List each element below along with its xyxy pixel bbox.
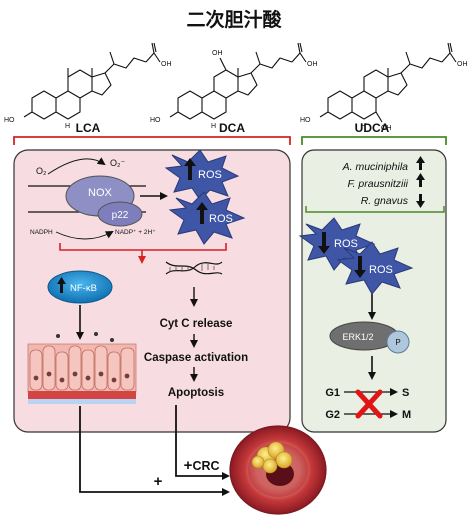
crc-colon-illustration — [229, 425, 327, 515]
label-p22: p22 — [112, 210, 129, 221]
p22-subunit — [97, 201, 143, 227]
bacteria-list: A. muciniphila F. prausnitziii R. gnavus — [342, 156, 425, 208]
bacterium-f-prausnitzii: F. prausnitziii — [348, 178, 409, 190]
nfkb-up-arrow-shaft — [60, 282, 63, 293]
molecule-lca-h: H — [65, 123, 70, 130]
up-arrow-icon — [419, 178, 422, 187]
epithelium-illustration — [27, 332, 137, 404]
label-s: S — [402, 387, 409, 399]
molecule-dca-hydroxyl-12: OH — [212, 50, 223, 57]
label-o2-radical: O₂⁻ — [110, 158, 125, 168]
label-erk: ERK1/2 — [342, 332, 373, 342]
label-nadph: NADPH — [30, 229, 53, 236]
down-arrow-icon — [419, 194, 422, 203]
molecule-lca-hydroxyl: HO — [4, 117, 15, 124]
plus-sign-2: + — [184, 457, 193, 474]
red-distributor — [59, 243, 227, 251]
molecule-dca: HO OH OH H — [150, 42, 318, 130]
label-nox: NOX — [88, 187, 113, 199]
label-nfkb: NF-κB — [70, 283, 97, 294]
ros-label-right-1: ROS — [334, 238, 358, 250]
label-dca: DCA — [219, 121, 245, 135]
label-lca: LCA — [76, 121, 101, 135]
green-inner-bracket — [305, 206, 445, 213]
label-nadp: NADP⁺ + 2H⁺ — [115, 229, 156, 236]
label-apoptosis: Apoptosis — [168, 387, 224, 399]
label-caspase: Caspase activation — [144, 352, 248, 364]
molecule-udca-acid: OH — [457, 61, 468, 68]
ros-label-right-2: ROS — [369, 264, 393, 276]
arrow-nadph — [55, 231, 114, 240]
green-bracket — [301, 136, 447, 145]
ros-burst-left-1: ROS — [164, 149, 240, 201]
molecule-dca-acid: OH — [307, 61, 318, 68]
label-o2: O₂ — [36, 166, 47, 176]
page-title: 二次胆汁酸 — [186, 8, 282, 31]
label-g2: G2 — [325, 409, 340, 421]
label-m: M — [402, 409, 411, 421]
arrow-o2 — [47, 157, 106, 175]
molecule-udca: HO OH OH H — [300, 42, 468, 132]
label-cytc: Cyt C release — [160, 318, 233, 330]
label-g1: G1 — [325, 387, 340, 399]
phosphate-node — [386, 330, 410, 354]
bacterium-a-muciniphila: A. muciniphila — [342, 161, 409, 173]
up-arrow-icon — [419, 161, 422, 170]
bacterium-r-gnavus: R. gnavus — [361, 195, 409, 207]
molecule-lca: HO OH H — [4, 42, 172, 130]
ros-burst-left-2: ROS — [168, 191, 246, 245]
nfkb-node — [47, 270, 113, 304]
ros-label-left-2: ROS — [209, 213, 233, 225]
nfkb-up-arrow-head — [57, 277, 66, 284]
connector-apoptosis-crc — [175, 405, 230, 480]
molecule-udca-hydroxyl-3: HO — [300, 117, 311, 124]
ros-label-left-1: ROS — [198, 169, 222, 181]
molecule-dca-hydroxyl-3: HO — [150, 117, 161, 124]
label-udca: UDCA — [355, 121, 390, 135]
molecule-lca-acid: OH — [161, 61, 172, 68]
molecule-udca-h: H — [361, 123, 366, 130]
plus-sign-1: + — [154, 473, 163, 490]
dna-helix-icon — [165, 261, 223, 275]
label-p: P — [395, 338, 400, 347]
ros-burst-right-2: ROS — [336, 241, 414, 295]
red-bracket — [13, 136, 291, 145]
molecule-udca-hydroxyl-7: OH — [381, 125, 392, 132]
molecule-dca-h: H — [211, 123, 216, 130]
connector-nfkb-crc — [79, 406, 230, 496]
label-crc: CRC — [192, 459, 219, 473]
cross-block-icon — [355, 389, 383, 419]
